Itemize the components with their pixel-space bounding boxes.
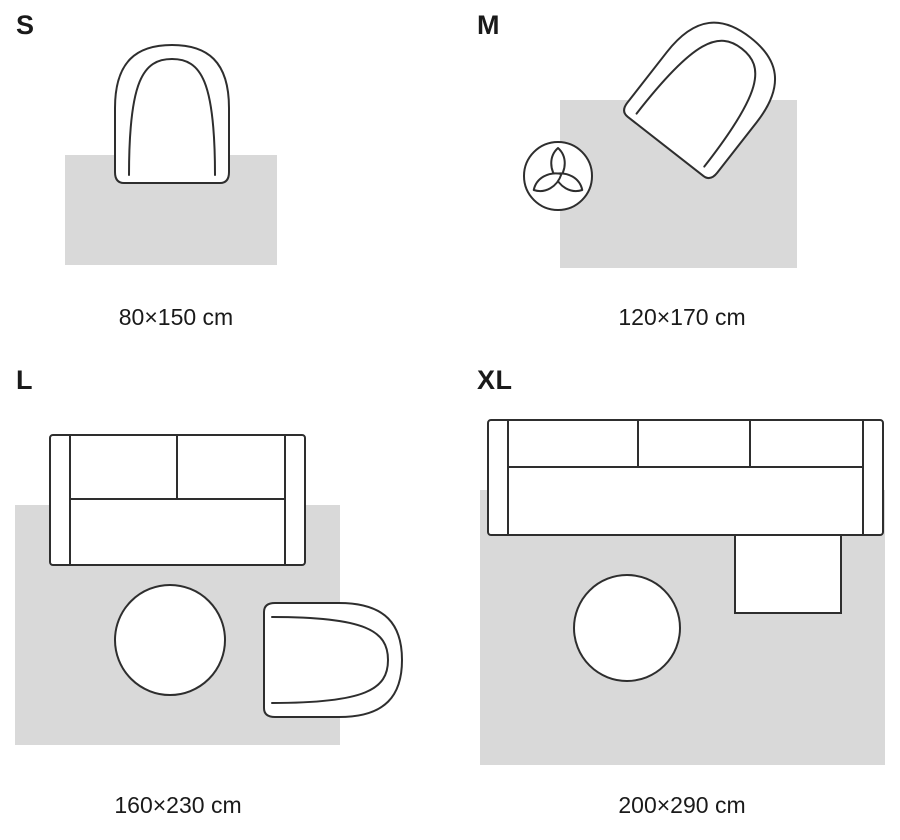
size-dimensions-xl: 200×290 cm xyxy=(618,792,746,818)
sectional-sofa-icon xyxy=(487,419,884,614)
size-illustration-l xyxy=(15,434,403,745)
size-label-l: L xyxy=(16,365,33,395)
size-illustration-m xyxy=(523,1,797,268)
size-label-xl: XL xyxy=(477,365,513,395)
size-card-m: M 120×170 cm xyxy=(450,0,900,355)
size-illustration-s xyxy=(65,44,277,265)
armchair-icon xyxy=(263,602,403,718)
size-dimensions-m: 120×170 cm xyxy=(618,304,746,330)
size-dimensions-s: 80×150 cm xyxy=(118,304,234,330)
size-label-s: S xyxy=(16,10,35,40)
size-card-s: S 80×150 cm xyxy=(0,0,450,355)
size-dimensions-l: 160×230 cm xyxy=(114,792,242,818)
sofa-icon xyxy=(49,434,306,566)
round-table-icon xyxy=(573,574,681,682)
armchair-icon xyxy=(114,44,230,184)
size-card-xl: XL 200×290 cm xyxy=(450,355,900,840)
plant-icon xyxy=(523,141,593,211)
size-illustration-xl xyxy=(480,419,885,765)
round-pouf-icon xyxy=(114,584,226,696)
size-label-m: M xyxy=(477,10,500,40)
size-card-l: L 160×230 cm xyxy=(0,355,450,840)
